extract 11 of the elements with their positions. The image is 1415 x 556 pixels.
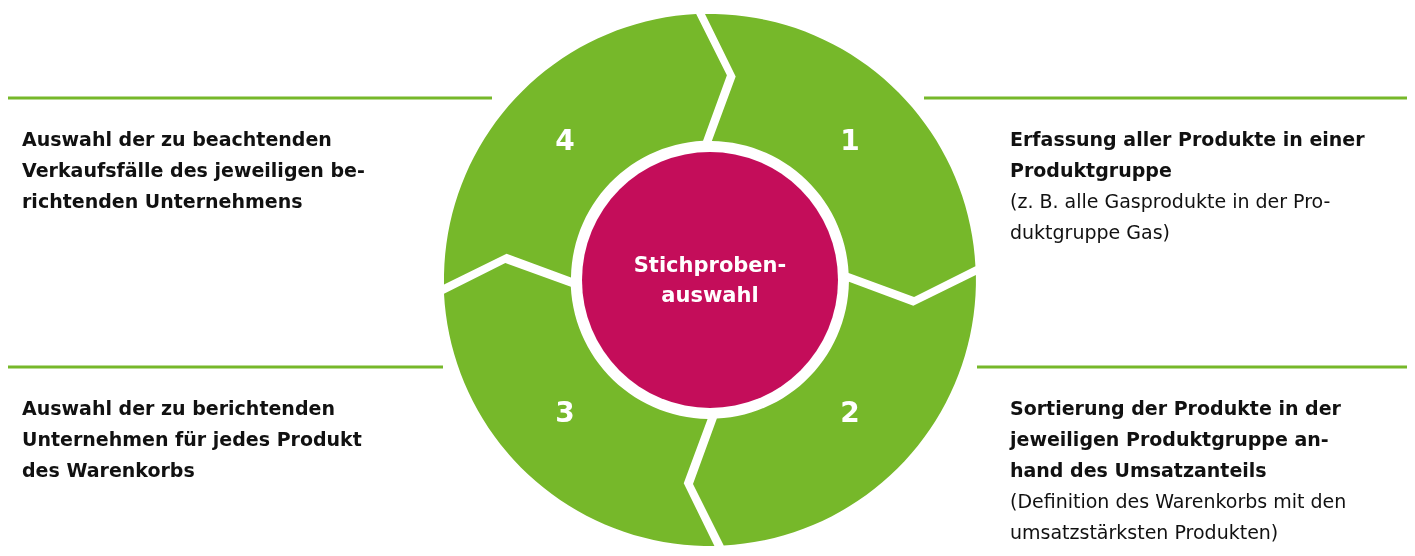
step-heading: Erfassung aller Produkte in einer Produktgruppe: [1010, 127, 1366, 183]
step-heading: Auswahl der zu berichtenden Unternehmen für jedes Produkt des Warenkorbs: [22, 396, 363, 483]
step-number: 4: [555, 127, 575, 155]
step-note: (Definition des Warenkorbs mit den umsatzstärksten Produkten): [1010, 489, 1348, 545]
step-note: (z. B. alle Gasprodukte in der Pro- duktgruppe Gas): [1010, 189, 1332, 245]
step-heading: Auswahl der zu beachtenden Verkaufsfälle des jeweiligen be- richtenden Unternehmens: [22, 127, 366, 214]
step-number: 2: [840, 399, 860, 427]
center-label: Stichproben- auswahl: [632, 252, 788, 309]
step-number: 1: [840, 127, 860, 155]
step-heading: Sortierung der Produkte in der jeweiligen Produktgruppe an- hand des Umsatzanteils: [1010, 396, 1342, 483]
step-number: 3: [555, 399, 575, 427]
